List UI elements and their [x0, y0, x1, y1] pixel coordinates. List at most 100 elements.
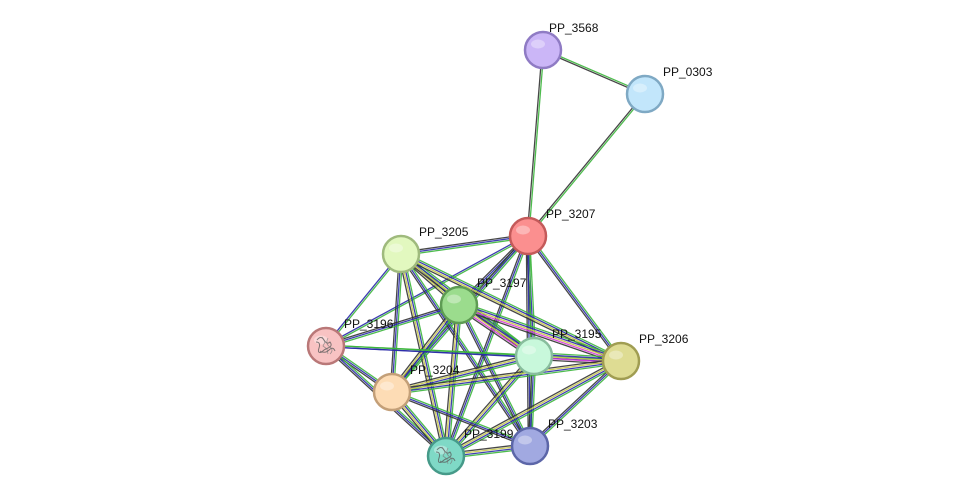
- edge-PP_3204-PP_3203[interactable]: [391, 389, 531, 449]
- node-highlight: [314, 335, 328, 345]
- node-label: PP_3204: [410, 363, 460, 377]
- edge-evidence-line: [443, 235, 528, 456]
- node-PP_3196[interactable]: PP_3196: [306, 317, 394, 366]
- edge-evidence-line: [526, 93, 645, 236]
- edge-PP_3207-PP_3199[interactable]: [443, 235, 531, 457]
- edge-evidence-line: [526, 49, 543, 236]
- edge-evidence-line: [528, 234, 623, 361]
- edge-evidence-line: [446, 236, 531, 457]
- node-circle[interactable]: [514, 336, 554, 376]
- node-PP_0303[interactable]: PP_0303: [625, 65, 713, 114]
- edge-evidence-line: [459, 301, 623, 359]
- edge-evidence-line: [391, 359, 621, 392]
- node-circle[interactable]: [625, 74, 665, 114]
- protein-structure-icon: [315, 336, 336, 355]
- edge-PP_0303-PP_3207[interactable]: [526, 93, 647, 237]
- edge-evidence-line: [528, 94, 647, 237]
- edge-evidence-line: [444, 304, 459, 456]
- node-PP_3203[interactable]: PP_3203: [510, 417, 598, 466]
- edge-evidence-line: [446, 362, 623, 459]
- edge-evidence-line: [445, 359, 621, 456]
- edge-evidence-line: [399, 254, 530, 448]
- node-highlight: [518, 435, 532, 445]
- node-circle[interactable]: [508, 216, 548, 256]
- edge-evidence-line: [529, 360, 622, 447]
- edge-evidence-line: [391, 392, 530, 449]
- node-circle[interactable]: [381, 234, 421, 274]
- node-circle[interactable]: [426, 436, 466, 476]
- node-circle[interactable]: [306, 326, 346, 366]
- edge-evidence-line: [530, 361, 623, 448]
- node-highlight: [447, 294, 461, 304]
- edge-evidence-line: [392, 362, 622, 396]
- node-circle[interactable]: [601, 341, 641, 381]
- edge-evidence-line: [443, 353, 533, 455]
- node-layer: PP_3568PP_0303PP_3207PP_3205PP_3197PP_31…: [306, 21, 713, 476]
- edge-evidence-line: [391, 354, 534, 392]
- node-highlight: [522, 345, 536, 355]
- edge-PP_3207-PP_3196[interactable]: [325, 234, 529, 348]
- edge-evidence-line: [400, 253, 531, 447]
- edge-evidence-line: [326, 236, 529, 348]
- edge-evidence-line: [401, 252, 532, 446]
- edge-evidence-line: [458, 305, 621, 364]
- node-PP_3204[interactable]: PP_3204: [372, 363, 460, 412]
- edge-evidence-line: [528, 359, 621, 446]
- edge-PP_3205-PP_3196[interactable]: [324, 253, 403, 347]
- node-circle[interactable]: [523, 30, 563, 70]
- edge-evidence-line: [400, 233, 528, 253]
- node-PP_3199[interactable]: PP_3199: [426, 427, 514, 476]
- node-highlight: [434, 445, 448, 455]
- edge-PP_3206-PP_3204[interactable]: [391, 357, 622, 396]
- edge-evidence-line: [528, 50, 545, 237]
- node-PP_3568[interactable]: PP_3568: [523, 21, 599, 70]
- node-PP_3205[interactable]: PP_3205: [381, 225, 469, 274]
- protein-structure-icon: [435, 446, 456, 465]
- node-label: PP_3568: [549, 21, 599, 35]
- edge-evidence-line: [399, 254, 446, 457]
- node-highlight: [389, 243, 403, 253]
- edge-evidence-line: [391, 391, 531, 447]
- edge-evidence-line: [391, 357, 621, 391]
- node-label: PP_3207: [546, 207, 596, 221]
- edge-PP_3207-PP_3205[interactable]: [400, 233, 529, 257]
- node-label: PP_3195: [552, 327, 602, 341]
- edge-evidence-line: [527, 235, 622, 362]
- node-label: PP_3197: [477, 276, 527, 290]
- node-circle[interactable]: [439, 285, 479, 325]
- edge-PP_3568-PP_3207[interactable]: [526, 49, 545, 237]
- edge-PP_3197-PP_3206[interactable]: [457, 301, 623, 365]
- node-highlight: [633, 83, 647, 93]
- edge-evidence-line: [325, 302, 459, 345]
- edge-evidence-line: [401, 252, 622, 361]
- edge-evidence-line: [400, 235, 529, 255]
- edge-evidence-line: [526, 236, 621, 363]
- edge-PP_3206-PP_3199[interactable]: [444, 358, 623, 459]
- node-circle[interactable]: [372, 372, 412, 412]
- node-highlight: [609, 350, 623, 360]
- node-PP_3197[interactable]: PP_3197: [439, 276, 527, 325]
- node-label: PP_3196: [344, 317, 394, 331]
- edge-PP_3206-PP_3203[interactable]: [528, 359, 623, 448]
- edge-PP_3207-PP_3206[interactable]: [526, 234, 623, 363]
- edge-evidence-line: [444, 358, 621, 455]
- edge-evidence-line: [401, 237, 529, 257]
- edge-layer: [324, 48, 647, 460]
- node-highlight: [531, 39, 545, 49]
- edge-evidence-line: [446, 361, 622, 458]
- edge-PP_3197-PP_3196[interactable]: [325, 302, 460, 349]
- node-label: PP_0303: [663, 65, 713, 79]
- edge-evidence-line: [326, 306, 460, 349]
- node-PP_3207[interactable]: PP_3207: [508, 207, 596, 256]
- node-label: PP_3199: [464, 427, 514, 441]
- node-PP_3206[interactable]: PP_3206: [601, 332, 689, 381]
- edge-PP_3205-PP_3203[interactable]: [399, 252, 532, 448]
- edge-evidence-line: [324, 253, 401, 346]
- node-circle[interactable]: [510, 426, 550, 466]
- edge-evidence-line: [392, 389, 531, 446]
- edge-evidence-line: [325, 234, 528, 346]
- edge-evidence-line: [325, 304, 460, 347]
- node-label: PP_3205: [419, 225, 469, 239]
- node-PP_3195[interactable]: PP_3195: [514, 327, 602, 376]
